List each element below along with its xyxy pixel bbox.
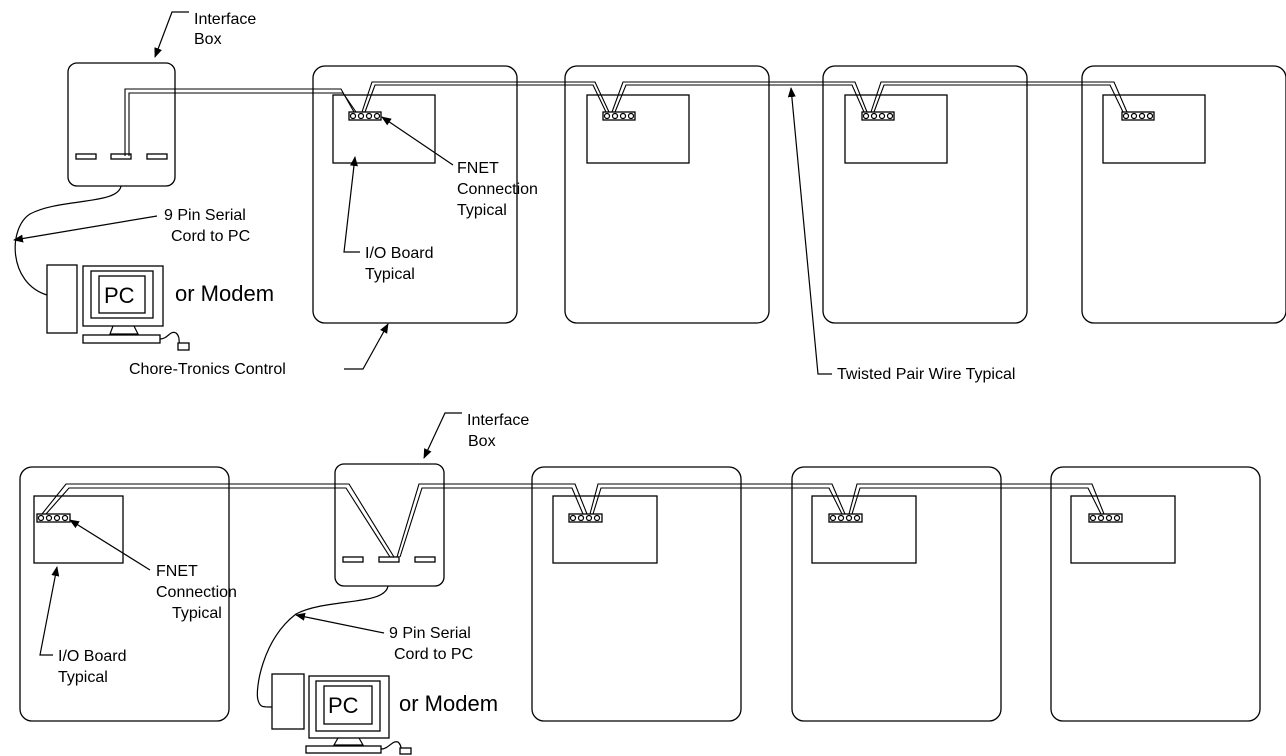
top-terminal-2 <box>602 111 636 121</box>
bottom-interface-box-label: Interface Box <box>467 412 529 450</box>
top-terminal-1 <box>348 111 382 121</box>
bottom-terminal-4 <box>1088 513 1123 523</box>
bottom-interface-port-right <box>414 556 436 563</box>
bottom-serial-arrow <box>295 612 385 634</box>
bottom-fnet-line3: Typical <box>172 605 222 622</box>
top-twisted-pair-wire <box>124 81 1128 156</box>
top-serial-line2: Cord to PC <box>171 228 250 245</box>
top-pc-label: PC <box>104 283 135 308</box>
top-interface-arrow <box>154 11 189 58</box>
top-fnet-line2: Connection <box>457 181 538 198</box>
top-modem-label: or Modem <box>175 281 274 306</box>
top-io-board-label: I/O Board Typical <box>365 245 433 283</box>
top-io-board-3 <box>844 94 948 164</box>
top-interface-label-line1: Interface <box>194 11 256 28</box>
bottom-interface-label-line1: Interface <box>467 412 529 429</box>
top-io-board-1 <box>332 94 436 164</box>
top-control-arrow <box>344 323 389 370</box>
bottom-interface-box <box>334 463 445 587</box>
top-io-arrow <box>343 156 360 253</box>
bottom-io-board-4 <box>1070 495 1176 564</box>
top-serial-label: 9 Pin Serial Cord to PC <box>164 207 250 245</box>
bottom-serial-label: 9 Pin Serial Cord to PC <box>389 625 473 663</box>
top-control-label: Chore-Tronics Control <box>129 361 286 378</box>
top-terminal-4 <box>1121 111 1155 121</box>
top-fnet-line3: Typical <box>457 202 507 219</box>
bottom-pc-label: PC <box>328 693 359 718</box>
top-fnet-arrow <box>381 116 454 166</box>
bottom-serial-line2: Cord to PC <box>394 646 473 663</box>
top-fnet-line1: FNET <box>457 160 499 177</box>
bottom-io-line1: I/O Board <box>58 648 126 665</box>
top-pc-workstation <box>46 264 190 351</box>
bottom-interface-port-center <box>378 556 400 563</box>
top-io-board-4 <box>1102 94 1206 164</box>
top-twisted-label: Twisted Pair Wire Typical <box>837 366 1015 383</box>
top-serial-line1: 9 Pin Serial <box>164 207 246 224</box>
top-io-board-2 <box>586 94 690 164</box>
top-interface-box-label: Interface Box <box>194 11 256 48</box>
top-io-line2: Typical <box>365 266 415 283</box>
bottom-terminal-2 <box>568 513 603 523</box>
bottom-interface-label-line2: Box <box>468 433 496 450</box>
bottom-interface-arrow <box>423 412 462 459</box>
bottom-fnet-line2: Connection <box>156 584 237 601</box>
bottom-serial-cord <box>256 585 389 708</box>
bottom-fnet-line1: FNET <box>156 563 198 580</box>
bottom-fnet-label: FNET Connection Typical <box>156 563 237 622</box>
bottom-io-board-label: I/O Board Typical <box>58 648 126 686</box>
bottom-pc-workstation <box>271 673 412 755</box>
bottom-row: Interface Box FNET Connection Typical I/… <box>19 412 1261 755</box>
bottom-fnet-arrow <box>69 519 151 571</box>
top-interface-box <box>67 62 176 187</box>
bottom-io-line2: Typical <box>58 669 108 686</box>
top-twisted-arrow <box>787 87 832 375</box>
top-io-line1: I/O Board <box>365 245 433 262</box>
bottom-interface-port-left <box>342 556 364 563</box>
top-terminal-3 <box>861 111 895 121</box>
top-interface-port-right <box>146 153 168 160</box>
bottom-io-board-1 <box>33 495 124 564</box>
bottom-terminal-3 <box>828 513 863 523</box>
bottom-modem-label: or Modem <box>399 691 498 716</box>
top-interface-label-line2: Box <box>194 31 222 48</box>
bottom-io-arrow <box>39 566 60 656</box>
bottom-io-board-2 <box>552 495 658 564</box>
top-fnet-label: FNET Connection Typical <box>457 160 538 219</box>
bottom-terminal-1 <box>36 513 71 523</box>
top-interface-port-center <box>110 153 132 160</box>
top-interface-port-left <box>75 153 97 160</box>
bottom-twisted-pair-wire <box>41 483 1105 558</box>
bottom-io-board-3 <box>811 495 917 564</box>
top-row: Interface Box FNET Connection Typical I/… <box>13 11 1286 383</box>
bottom-serial-line1: 9 Pin Serial <box>389 625 471 642</box>
top-serial-cord <box>14 185 122 296</box>
top-serial-arrow <box>13 215 158 243</box>
